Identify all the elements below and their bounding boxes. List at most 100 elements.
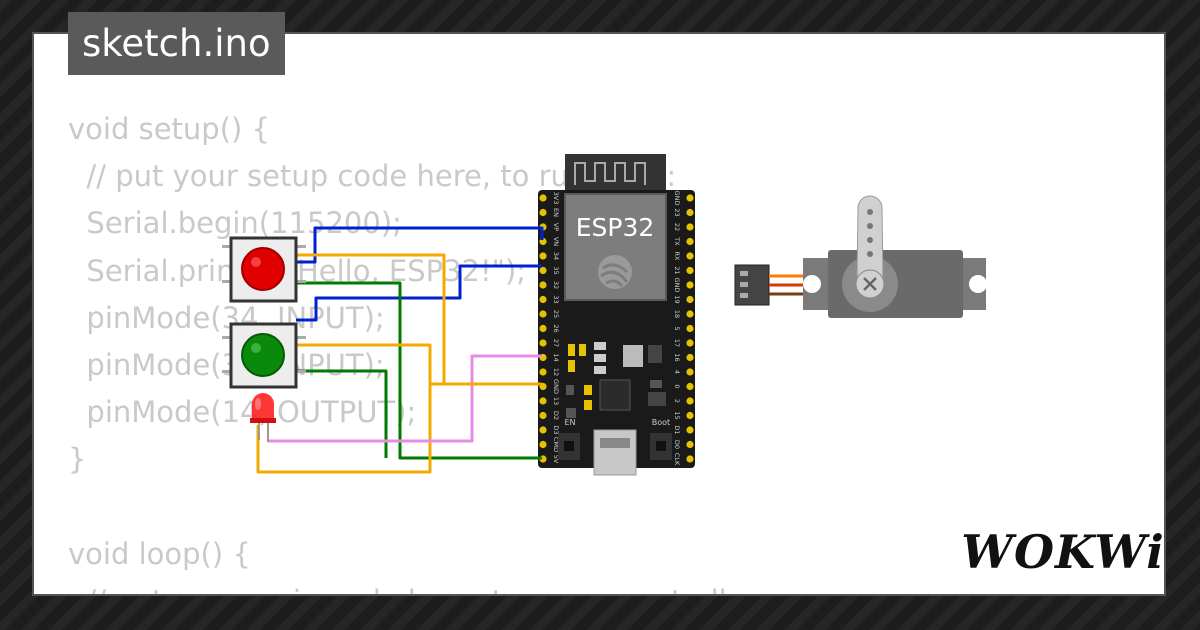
servo-screw-icon: [863, 277, 877, 291]
pin-label: VP: [552, 223, 560, 231]
wire-blue-2: [296, 264, 542, 322]
pin[interactable]: [686, 324, 694, 333]
pin[interactable]: [539, 440, 547, 449]
servo-mount-hole-left: [803, 275, 821, 293]
pin-label: 2: [673, 399, 681, 403]
pin[interactable]: [686, 411, 694, 420]
pin[interactable]: [686, 310, 694, 318]
pin-label: D1: [673, 425, 681, 434]
red-button-cap[interactable]: [241, 247, 285, 291]
pin-label: CLK: [673, 453, 681, 466]
wire-green-2: [296, 369, 388, 458]
pin-label: 34: [552, 252, 560, 260]
pin[interactable]: [686, 339, 694, 347]
pin[interactable]: [686, 455, 694, 463]
boot-button-cap: [656, 441, 666, 451]
green-pushbutton[interactable]: [222, 322, 306, 389]
pin-label: EN: [552, 208, 560, 217]
pin[interactable]: [539, 208, 547, 217]
pin-label: 19: [673, 295, 681, 303]
pin[interactable]: [539, 252, 547, 260]
pin[interactable]: [539, 281, 547, 289]
pin-label: 22: [673, 223, 681, 231]
pin-label: 5: [673, 326, 681, 330]
pin-label: 21: [673, 266, 681, 274]
pin-label: GND: [673, 278, 681, 293]
wires: [256, 226, 544, 474]
pin[interactable]: [686, 281, 694, 289]
pin[interactable]: [686, 382, 694, 391]
pin-label: 12: [552, 368, 560, 376]
pin-label: RX: [673, 252, 681, 262]
pin[interactable]: [539, 339, 547, 347]
pin[interactable]: [539, 324, 547, 333]
red-led[interactable]: [250, 393, 276, 442]
pin[interactable]: [686, 194, 694, 202]
pin-label: VN: [552, 237, 560, 246]
code-line: Serial.begin(115200);: [68, 206, 402, 241]
wokwi-logo[interactable]: WOKWi: [961, 525, 1164, 579]
board-label: ESP32: [576, 213, 655, 242]
pin-label: GND: [673, 191, 681, 206]
en-button-label: EN: [564, 418, 575, 427]
pin[interactable]: [686, 440, 694, 449]
board-components: [566, 342, 666, 418]
servo-mount-hole-right: [969, 275, 987, 293]
usb-port-opening: [600, 438, 630, 448]
pin[interactable]: [539, 397, 547, 405]
pin[interactable]: [686, 397, 694, 405]
pin[interactable]: [686, 266, 694, 275]
red-pushbutton[interactable]: [222, 236, 306, 303]
pin[interactable]: [686, 237, 694, 246]
en-button-cap: [564, 441, 574, 451]
pin-label: CMD: [552, 437, 560, 452]
wire-orange-1: [296, 253, 542, 386]
pin-label: 5V: [552, 455, 560, 464]
pin-label: 26: [552, 324, 560, 332]
pin[interactable]: [686, 426, 694, 434]
code-line: void loop() {: [68, 536, 251, 571]
code-line: // put your main code here, to run repea…: [68, 578, 751, 594]
pin-label: 23: [673, 208, 681, 216]
green-button-cap[interactable]: [241, 333, 285, 377]
pin[interactable]: [539, 368, 547, 376]
pin-label: 35: [552, 266, 560, 274]
pin-label: 16: [673, 353, 681, 361]
pin-label: TX: [673, 236, 681, 246]
wire-pink: [268, 354, 542, 443]
pin[interactable]: [686, 223, 694, 231]
code-line: pinMode(14, OUTPUT);: [68, 395, 417, 430]
pin[interactable]: [539, 194, 547, 202]
pin[interactable]: [539, 411, 547, 420]
pin[interactable]: [686, 295, 694, 304]
pin[interactable]: [686, 368, 694, 376]
pin-label: 27: [552, 339, 560, 347]
antenna-trace: [574, 162, 646, 185]
file-tab[interactable]: sketch.ino: [68, 12, 285, 75]
pin-label: 3V3: [552, 192, 560, 205]
pin-label: 14: [552, 353, 560, 361]
wire-orange-2: [256, 343, 432, 474]
pin-label: GND: [552, 379, 560, 394]
wire-green-1: [296, 281, 542, 460]
pin[interactable]: [539, 295, 547, 304]
pin[interactable]: [539, 266, 547, 275]
board-pins: 3V3ENVPVN343532332526271412GND13D2D3CMD5…: [539, 191, 694, 466]
pin-label: 18: [673, 310, 681, 318]
pin-label: D3: [552, 425, 560, 434]
pin[interactable]: [686, 208, 694, 217]
boot-button-label: Boot: [652, 418, 670, 427]
pin-label: 25: [552, 310, 560, 318]
code-line: void setup() {: [68, 112, 270, 146]
pin[interactable]: [686, 353, 694, 362]
servo-motor[interactable]: [734, 195, 987, 318]
pin[interactable]: [686, 252, 694, 260]
usb-port: [593, 429, 637, 476]
pin-label: 32: [552, 281, 560, 289]
esp32-board[interactable]: ESP32 3V3ENVPVN343532332526271412GND13D2…: [538, 154, 695, 476]
pin[interactable]: [539, 426, 547, 434]
pin-label: 13: [552, 397, 560, 405]
pin-label: 15: [673, 411, 681, 419]
pin[interactable]: [539, 310, 547, 318]
